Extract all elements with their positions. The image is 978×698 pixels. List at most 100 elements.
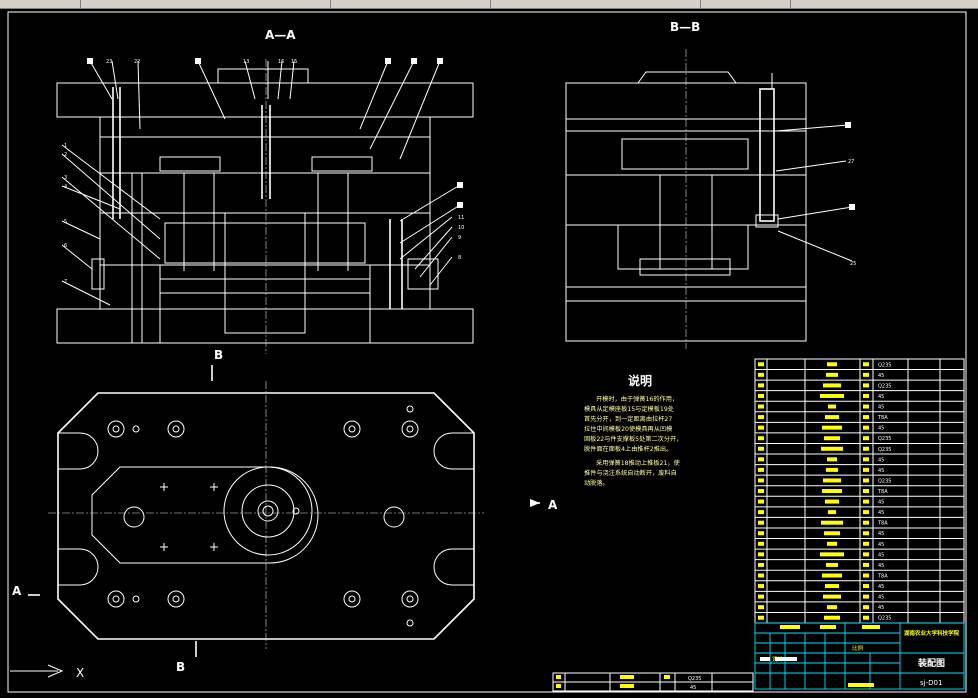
bom-qty-cell [863,499,869,504]
bom-name-cell [821,446,843,451]
bom-index-cell [758,436,764,441]
leader-number: 9 [458,235,461,241]
bom-index-cell [758,510,764,515]
drawing-number: sj-D01 [920,679,942,687]
bom-material-cell: Q235 [878,383,891,389]
bom-qty-cell [863,457,869,462]
bom-name-cell [824,436,840,441]
bom-index-cell [758,467,764,472]
bom-name-cell [820,552,844,557]
bom-name-cell [827,457,837,462]
notes-line: 拉住中间模板20使模具再从凹模 [584,425,672,433]
cad-drawing-canvas[interactable]: A—A [0,9,978,694]
bom-qty-cell [863,562,869,567]
bom-name-cell [828,510,836,515]
bom-qty-cell [863,446,869,451]
bom-name-cell [824,615,840,620]
leader-marker [849,204,855,210]
bom-index-cell [758,541,764,546]
leader-lines-bb [771,73,853,262]
bom-qty-cell [863,415,869,420]
bom-material-cell: T8A [877,521,888,527]
notes-line: 固板22与件支撑板5处第二次分开， [584,435,682,443]
leader-number: 3 [64,175,67,181]
leader-lines-aa [61,60,461,306]
bom-index-cell [758,446,764,451]
ucs-axis-icon: X [10,664,84,680]
bom-name-cell [820,393,844,398]
bom-material-cell: 45 [878,595,884,601]
leader-number: 5 [64,219,67,225]
bom-material-cell: 45 [878,542,884,548]
bom-qty-cell [863,425,869,430]
bom-material-cell: T8A [877,415,888,421]
bom-qty-cell [863,510,869,515]
bom-index-cell [758,489,764,493]
bom-name-cell [828,404,836,409]
bom-qty-cell [863,393,869,398]
bom-name-cell [825,415,839,420]
bom-index-cell [758,362,764,367]
bom-name-cell [825,499,839,504]
leader-number: 11 [458,215,464,221]
bom-name-cell [823,478,841,483]
leader-number: 16 [278,59,284,65]
bom-table[interactable]: Q23545Q2354545T8A45Q235Q2354545Q235T8A45… [754,358,965,624]
section-aa-title: A—A [265,28,296,42]
section-bb-title: B—B [670,20,700,34]
ucs-x-label: X [76,666,84,680]
notes-line: 模具从定模座板15与定模板19处 [584,405,674,413]
locating-ring-aa [217,68,309,84]
bottom-parts-table: Q235 45 [552,672,754,692]
bom-index-cell [758,404,764,409]
bom-index-cell [758,383,764,388]
leader-number: 13 [243,59,249,65]
bom-name-cell [821,520,843,525]
bom-name-cell [826,372,838,377]
plan-view[interactable]: B B A A [12,348,558,674]
bottom-clamp-plate-aa [56,308,474,344]
bom-qty-cell [863,362,869,367]
leader-number: 10 [458,225,464,231]
bom-name-cell [823,594,841,599]
bom-index-cell [758,415,764,420]
bom-index-cell [758,425,764,430]
bom-qty-cell [863,541,869,546]
bom-material-cell: Q235 [878,447,891,453]
bom-material-cell: Q235 [878,436,891,442]
bom-index-cell [758,372,764,377]
leader-number: 23 [106,59,112,65]
notes-line: 推件与浇注系统自动断开，废料自 [584,469,677,477]
bom-name-cell [824,531,840,536]
bom-material-cell: 45 [878,552,884,558]
cut-label-a-right: A [548,498,558,512]
bom-material-cell: 45 [878,457,884,463]
section-aa-view[interactable]: A—A [56,28,474,354]
bom-material-cell: 45 [878,605,884,611]
leader-number: 8 [458,255,461,261]
section-bb-view[interactable]: B—B 27 25 [565,20,856,349]
leader-number: 15 [291,59,297,65]
material-cell: 45 [690,685,696,691]
bom-qty-cell [863,520,869,525]
bom-material-cell: 45 [878,394,884,400]
bom-material-cell: 45 [878,510,884,516]
leader-number: 7 [64,279,67,285]
bom-qty-cell [863,404,869,409]
bom-material-cell: T8A [877,489,888,495]
notes-title: 说明 [628,373,652,388]
bom-index-cell [758,393,764,398]
bom-index-cell [758,552,764,557]
school-name: 湖南农业大学科技学院 [904,629,960,637]
notes-block: 说明 开模时，由于弹簧16的作用， 模具从定模座板15与定模板19处 首先分开，… [584,373,682,487]
title-block[interactable]: 湖南农业大学科技学院 装配图 sj-D01 比例 设计 [754,622,965,690]
leader-number: 25 [850,261,856,267]
bom-material-cell: 45 [878,373,884,379]
bom-material-cell: 45 [878,426,884,432]
bom-name-cell [822,425,842,430]
notes-line: 脱件面在面板4上由推杆2推出。 [584,445,672,453]
bom-qty-cell [863,573,869,578]
leader-number: 4 [64,184,67,190]
bom-qty-cell [863,436,869,441]
bom-material-cell: 45 [878,584,884,590]
